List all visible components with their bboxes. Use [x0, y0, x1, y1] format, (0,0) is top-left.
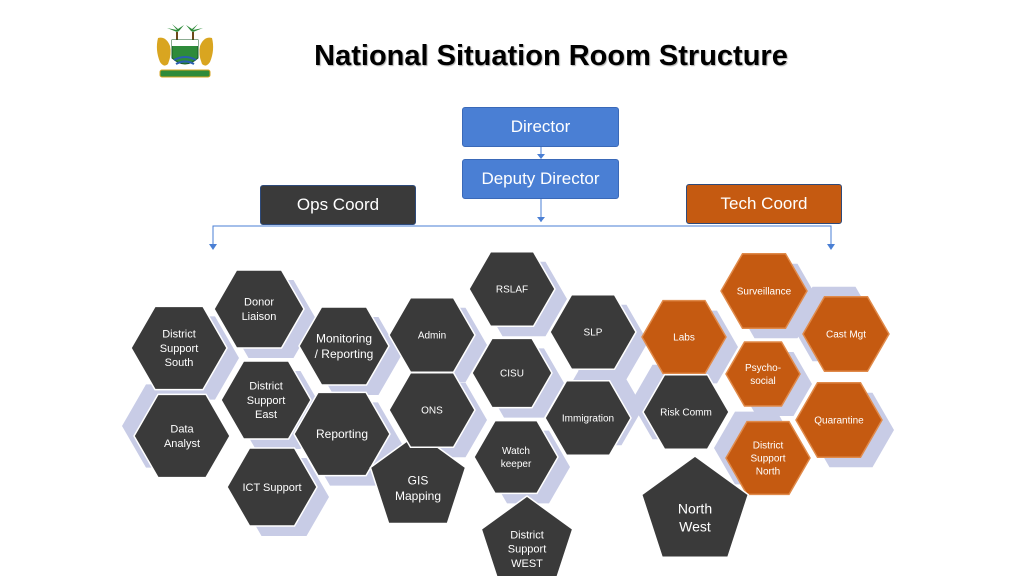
unit-district-support-west-label: WEST	[511, 558, 543, 570]
unit-slp-shape	[549, 294, 637, 370]
unit-north-west-label: West	[679, 519, 711, 535]
unit-cisu-label: CISU	[500, 369, 524, 380]
unit-ict-support-label: ICT Support	[242, 482, 301, 494]
unit-district-support-east-shape	[220, 360, 312, 440]
unit-slp[interactable]: SLP	[549, 294, 637, 370]
unit-psycho-social-label: Psycho-	[745, 363, 781, 374]
unit-donor-liaison-label: Donor	[244, 297, 274, 309]
unit-gis-mapping-shape	[369, 432, 467, 525]
unit-risk-comm[interactable]: Risk Comm	[642, 374, 730, 450]
tech-coord-label: Tech Coord	[720, 194, 808, 213]
unit-gis-mapping-label: GIS	[408, 473, 429, 487]
deputy-director-box[interactable]: Deputy Director	[462, 159, 619, 199]
unit-district-support-south-label: South	[165, 357, 194, 369]
unit-donor-liaison-label: Liaison	[242, 311, 277, 323]
unit-gis-mapping[interactable]: GIS Mapping	[369, 432, 467, 525]
unit-district-support-north-label: North	[756, 467, 780, 478]
unit-cisu-shape	[471, 337, 553, 409]
unit-ict-support[interactable]: ICT Support	[226, 447, 318, 527]
director-box[interactable]: Director	[462, 107, 619, 147]
unit-ict-support-shape	[226, 447, 318, 527]
unit-district-support-west-label: District	[510, 529, 544, 541]
unit-cisu[interactable]: CISU	[471, 337, 553, 409]
unit-watch-keeper[interactable]: Watch keeper	[473, 419, 559, 495]
unit-monitoring-reporting-label: / Reporting	[315, 347, 374, 361]
ops-coord-label: Ops Coord	[296, 195, 380, 214]
unit-cast-mgt[interactable]: Cast Mgt	[802, 296, 890, 372]
unit-cast-mgt-shape	[802, 296, 890, 372]
connector-arrows	[209, 154, 835, 250]
unit-rslaf[interactable]: RSLAF	[468, 251, 556, 327]
unit-north-west-shape	[640, 455, 750, 559]
unit-surveillance[interactable]: Surveillance	[720, 253, 808, 329]
unit-watch-keeper-label: Watch	[502, 446, 530, 457]
unit-labs-shape	[641, 299, 727, 375]
unit-rslaf-shape	[468, 251, 556, 327]
unit-watch-keeper-shape	[473, 419, 559, 495]
unit-psycho-social-label: social	[750, 376, 776, 387]
unit-district-support-west-shape	[480, 495, 574, 576]
unit-monitoring-reporting-shape	[298, 306, 390, 386]
unit-psycho-social-shape	[725, 341, 801, 407]
unit-gis-mapping-label: Mapping	[395, 489, 441, 503]
unit-district-support-east-label: East	[255, 409, 277, 421]
unit-district-support-east-label: District	[249, 381, 283, 393]
unit-quarantine[interactable]: Quarantine	[795, 382, 883, 458]
unit-surveillance-shape	[720, 253, 808, 329]
unit-district-support-south-shape	[130, 305, 228, 391]
unit-ons-label: ONS	[421, 406, 443, 417]
unit-district-support-north-shape	[725, 420, 811, 496]
unit-quarantine-label: Quarantine	[814, 416, 864, 427]
unit-donor-liaison-shape	[213, 269, 305, 349]
deputy-director-label: Deputy Director	[481, 169, 600, 188]
unit-monitoring-reporting[interactable]: Monitoring / Reporting	[298, 306, 390, 386]
tech-coord-box[interactable]: Tech Coord	[686, 184, 842, 224]
unit-labs[interactable]: Labs	[641, 299, 727, 375]
unit-ons[interactable]: ONS	[388, 372, 476, 448]
unit-shapes: DonorLiaisonDistrictSupportSouthMonitori…	[122, 251, 894, 576]
unit-quarantine-shape	[795, 382, 883, 458]
unit-district-support-west-label: Support	[508, 544, 547, 556]
unit-district-support-east-label: Support	[247, 395, 286, 407]
unit-admin-label: Admin	[418, 331, 446, 342]
unit-immigration[interactable]: Immigration	[544, 380, 632, 456]
unit-data-analyst-label: Data	[170, 424, 194, 436]
ops-coord-box[interactable]: Ops Coord	[260, 185, 416, 225]
unit-watch-keeper-label: keeper	[501, 459, 532, 470]
unit-slp-label: SLP	[584, 328, 603, 339]
unit-risk-comm-label: Risk Comm	[660, 408, 712, 419]
unit-ons-shape	[388, 372, 476, 448]
director-label: Director	[510, 117, 571, 136]
unit-district-support-south-label: District	[162, 329, 196, 341]
unit-psycho-social[interactable]: Psycho-social	[725, 341, 801, 407]
unit-data-analyst-label: Analyst	[164, 438, 200, 450]
coat-of-arms-emblem	[156, 24, 214, 78]
unit-data-analyst-shape	[133, 393, 231, 479]
unit-immigration-shape	[544, 380, 632, 456]
unit-labs-label: Labs	[673, 333, 695, 344]
unit-north-west-label: North	[678, 500, 712, 516]
unit-surveillance-label: Surveillance	[737, 287, 792, 298]
unit-reporting-shape	[293, 391, 391, 477]
unit-reporting-label: Reporting	[316, 427, 368, 441]
unit-risk-comm-shape	[642, 374, 730, 450]
unit-district-support-north-label: Support	[750, 454, 785, 465]
unit-cast-mgt-label: Cast Mgt	[826, 330, 866, 341]
unit-district-support-south-label: Support	[160, 343, 199, 355]
unit-rslaf-label: RSLAF	[496, 285, 528, 296]
unit-monitoring-reporting-label: Monitoring	[316, 331, 372, 345]
unit-reporting[interactable]: Reporting	[293, 391, 391, 477]
unit-district-support-north-label: District	[753, 441, 784, 452]
unit-immigration-label: Immigration	[562, 414, 614, 425]
